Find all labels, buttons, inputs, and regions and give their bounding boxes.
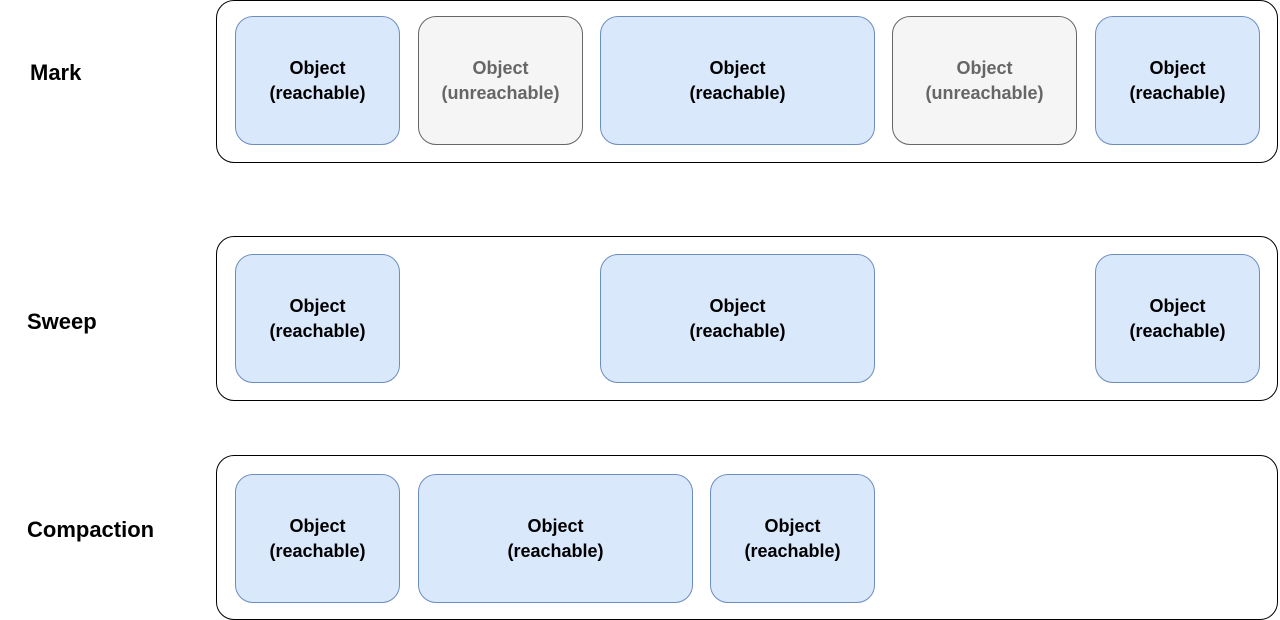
object-reachable: Object (reachable)	[600, 254, 875, 383]
row-label-sweep: Sweep	[27, 309, 97, 334]
object-title: Object	[709, 295, 766, 316]
object-state: (reachable)	[507, 540, 604, 561]
object-state: (unreachable)	[925, 82, 1044, 103]
object-unreachable: Object (unreachable)	[892, 16, 1077, 145]
object-reachable: Object (reachable)	[235, 16, 400, 145]
object-state: (unreachable)	[441, 82, 560, 103]
object-reachable: Object (reachable)	[600, 16, 875, 145]
object-state: (reachable)	[1129, 320, 1226, 341]
object-title: Object	[527, 515, 584, 536]
object-title: Object	[289, 57, 346, 78]
object-state: (reachable)	[689, 82, 786, 103]
object-title: Object	[289, 295, 346, 316]
object-title: Object	[709, 57, 766, 78]
object-reachable: Object (reachable)	[235, 254, 400, 383]
object-title: Object	[1149, 295, 1206, 316]
object-title: Object	[289, 515, 346, 536]
object-title: Object	[472, 57, 529, 78]
object-reachable: Object (reachable)	[710, 474, 875, 603]
object-state: (reachable)	[1129, 82, 1226, 103]
object-title: Object	[1149, 57, 1206, 78]
object-title: Object	[764, 515, 821, 536]
object-unreachable: Object (unreachable)	[418, 16, 583, 145]
object-state: (reachable)	[269, 540, 366, 561]
object-reachable: Object (reachable)	[235, 474, 400, 603]
object-reachable: Object (reachable)	[1095, 16, 1260, 145]
row-label-mark: Mark	[30, 60, 82, 85]
object-state: (reachable)	[689, 320, 786, 341]
object-state: (reachable)	[744, 540, 841, 561]
object-reachable: Object (reachable)	[1095, 254, 1260, 383]
object-state: (reachable)	[269, 82, 366, 103]
object-title: Object	[956, 57, 1013, 78]
object-reachable: Object (reachable)	[418, 474, 693, 603]
object-state: (reachable)	[269, 320, 366, 341]
row-label-compaction: Compaction	[27, 517, 155, 542]
